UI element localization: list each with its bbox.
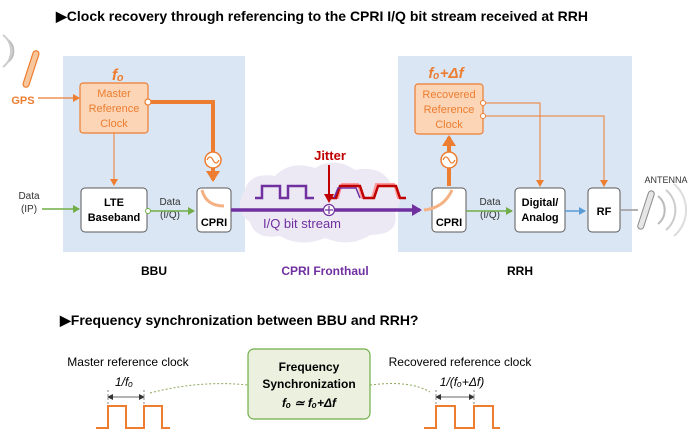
recovered-clock-caption: Recovered reference clock bbox=[389, 355, 533, 369]
rrh-frequency-label: fₒ+Δf bbox=[428, 65, 465, 82]
master-clock-caption: Master reference clock bbox=[67, 355, 189, 369]
lte-baseband-line-2: Baseband bbox=[88, 212, 141, 224]
jittered-pulse-train bbox=[330, 183, 406, 200]
clean-pulse-train bbox=[255, 184, 314, 200]
recovered-period-label: 1/(fₒ+Δf) bbox=[440, 375, 484, 389]
master-period-label: 1/fₒ bbox=[115, 375, 133, 389]
antenna-label: ANTENNA bbox=[644, 175, 687, 185]
recovered-clock-waveform bbox=[424, 405, 500, 429]
bbu-data-iq-line-2: (I/Q) bbox=[160, 210, 180, 221]
lte-baseband-line-1: LTE bbox=[104, 197, 124, 209]
master-clock-line-2: Reference bbox=[89, 103, 140, 115]
sync-box-line-2: Synchronization bbox=[262, 377, 355, 391]
lte-baseband-box bbox=[80, 187, 148, 233]
master-to-sync-connector bbox=[149, 383, 249, 394]
bbu-oscillator-icon bbox=[204, 151, 222, 169]
bottom-heading: ▶Frequency synchronization between BBU a… bbox=[59, 312, 418, 328]
sync-box-line-1: Frequency bbox=[279, 360, 340, 374]
rf-label: RF bbox=[597, 206, 612, 218]
frequency-sync-box bbox=[247, 348, 371, 420]
rrh-data-iq-line-2: (I/Q) bbox=[480, 210, 500, 221]
dac-line-1: Digital/ bbox=[522, 197, 559, 209]
antenna-icon bbox=[637, 183, 688, 237]
iq-bit-stream-label: I/Q bit stream bbox=[263, 216, 341, 231]
rrh-cpri-box bbox=[431, 187, 467, 233]
fronthaul-label: CPRI Fronthaul bbox=[281, 264, 368, 278]
top-heading: ▶Clock recovery through referencing to t… bbox=[55, 8, 588, 24]
digital-analog-box bbox=[514, 187, 566, 233]
bbu-data-iq-line-1: Data bbox=[159, 197, 181, 208]
data-ip-line-2: (IP) bbox=[21, 204, 37, 215]
rrh-oscillator-icon bbox=[440, 151, 458, 169]
rrh-cpri-label: CPRI bbox=[436, 217, 462, 229]
master-clock-line-1: Master bbox=[97, 88, 131, 100]
gps-antenna-icon bbox=[2, 34, 40, 88]
rrh-label: RRH bbox=[507, 264, 533, 278]
recovered-reference-clock bbox=[414, 83, 484, 135]
data-ip-line-1: Data bbox=[18, 191, 40, 202]
clock-to-rf-arrow bbox=[483, 115, 608, 187]
gps-label: GPS bbox=[11, 95, 34, 107]
recovered-clock-line-2: Reference bbox=[424, 104, 475, 116]
dac-line-2: Analog bbox=[521, 212, 558, 224]
sync-box-line-3: fₒ ≃ fₒ+Δf bbox=[282, 396, 337, 410]
recovered-clock-line-1: Recovered bbox=[422, 89, 475, 101]
bbu-frequency-label: fₒ bbox=[112, 67, 124, 84]
bbu-label: BBU bbox=[141, 264, 167, 278]
sync-to-recovered-connector bbox=[369, 383, 431, 393]
jitter-label: Jitter bbox=[314, 148, 346, 163]
recovered-clock-line-3: Clock bbox=[435, 119, 463, 131]
rrh-data-iq-line-1: Data bbox=[479, 197, 501, 208]
clock-to-dac-arrow bbox=[483, 102, 544, 187]
bbu-cpri-label: CPRI bbox=[201, 217, 227, 229]
fronthaul-cloud bbox=[239, 162, 401, 243]
master-clock-line-3: Clock bbox=[100, 118, 128, 130]
master-clock-waveform bbox=[96, 405, 170, 429]
